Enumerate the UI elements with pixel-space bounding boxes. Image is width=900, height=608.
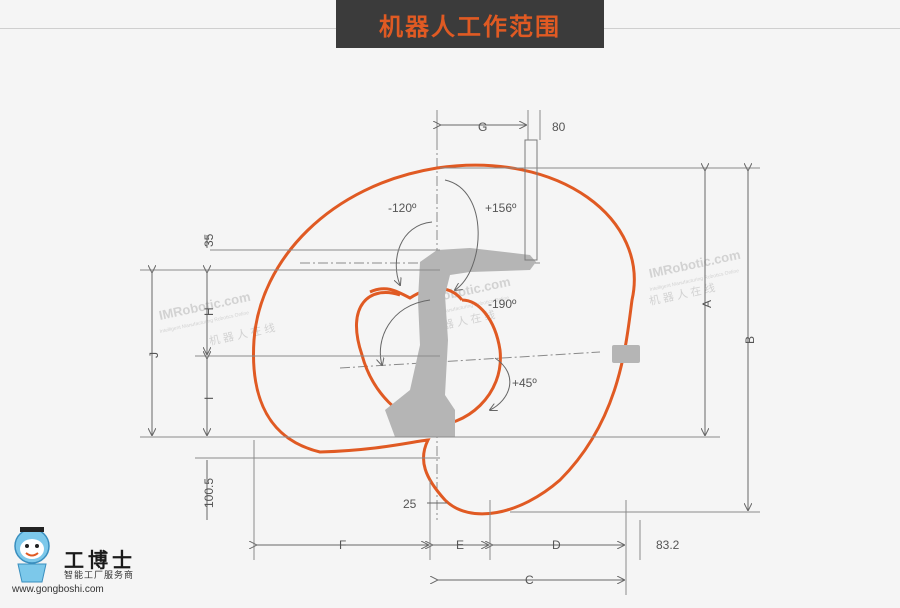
logo-url: www.gongboshi.com [12, 584, 104, 595]
dim-label-h: H [202, 307, 216, 316]
dim-label-35: 35 [202, 233, 216, 247]
rotation-arcs [380, 179, 511, 410]
dim-label-g: G [478, 120, 487, 134]
dim-label-a: A [700, 300, 714, 308]
dim-label-d: D [552, 538, 561, 552]
angle-label-neg190: -190º [488, 297, 517, 311]
dim-label-100-5: 100.5 [202, 478, 216, 508]
dim-label-b: B [743, 336, 757, 344]
dim-label-f: F [339, 538, 346, 552]
page-title: 机器人工作范围 [379, 12, 561, 41]
logo-subtitle: 智能工厂服务商 [64, 571, 135, 581]
dim-label-83-2: 83.2 [656, 538, 680, 552]
dimension-lines [152, 125, 748, 580]
dim-label-j: J [147, 352, 161, 358]
dim-label-e: E [456, 538, 464, 552]
dim-label-c: C [525, 573, 534, 587]
title-banner: 机器人工作范围 [336, 0, 604, 48]
angle-label-pos156: +156º [485, 201, 517, 215]
dim-label-25: 25 [403, 497, 417, 511]
svg-text:机 器 人 在 线: 机 器 人 在 线 [208, 320, 277, 348]
watermark-right: IMRobotic.com Intelligent Manufacturing … [648, 247, 742, 308]
angle-label-pos45: +45º [512, 376, 537, 390]
brand-logo: 工博士 智能工厂服务商 www.gongboshi.com [6, 522, 166, 602]
robot-silhouette [385, 248, 640, 437]
mascot-icon [14, 527, 50, 583]
title-rule-left [0, 28, 336, 29]
extension-lines [140, 110, 760, 595]
angle-label-neg120: -120º [388, 201, 417, 215]
tool-flange-guide [524, 139, 538, 261]
inner-envelope-notch [369, 287, 464, 302]
dim-label-80: 80 [552, 120, 566, 134]
logo-name: 工博士 [64, 548, 136, 572]
title-rule-right [604, 28, 900, 29]
dim-label-i: I [202, 397, 216, 400]
